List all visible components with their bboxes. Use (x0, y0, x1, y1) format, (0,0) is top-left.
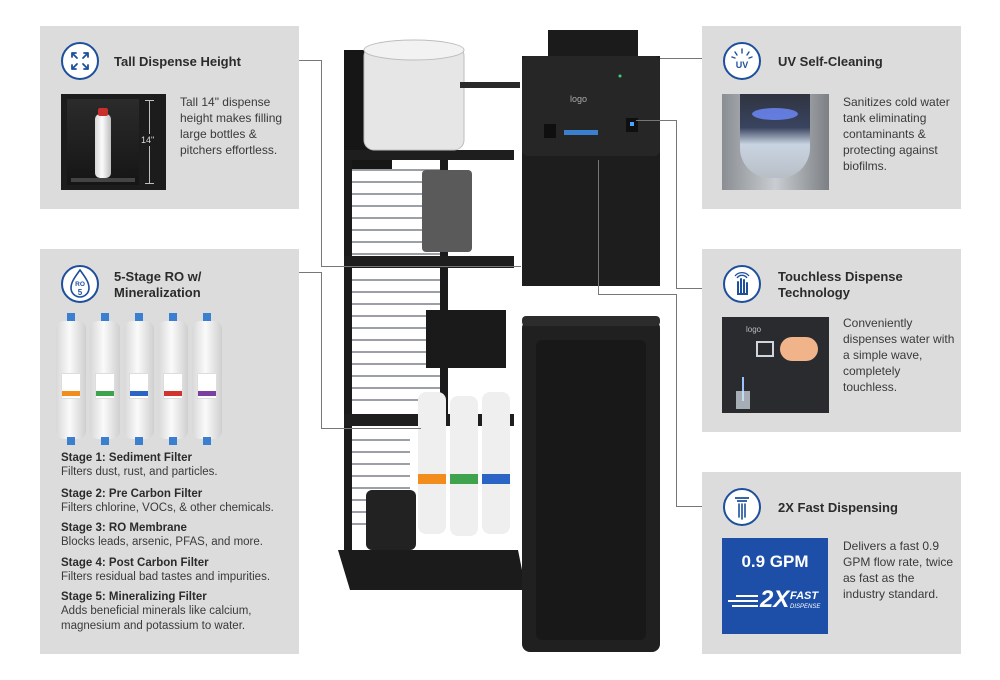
cold-water-tank (363, 45, 465, 151)
fast-dispensing-title: 2X Fast Dispensing (778, 500, 898, 515)
cutaway-filter (418, 392, 446, 534)
filter-cartridges-image (56, 313, 226, 445)
leader-line (321, 428, 421, 429)
uv-cleaning-title: UV Self-Cleaning (778, 54, 883, 69)
ro-icon-number: 5 (78, 288, 83, 297)
cutaway-filter (482, 392, 510, 534)
sensor-logo: logo (746, 325, 762, 334)
leader-line (299, 272, 321, 273)
filter-cartridge (124, 321, 154, 439)
expand-arrows-icon (61, 42, 99, 80)
tall-dispense-panel: Tall Dispense Height 14" Tall 14" dispen… (40, 26, 299, 209)
cutaway-filter (450, 396, 478, 536)
tall-dispense-title: Tall Dispense Height (114, 54, 241, 69)
stage-description: Filters chlorine, VOCs, & other chemical… (61, 502, 274, 514)
hand-wave-icon (723, 265, 761, 303)
leader-line (598, 160, 599, 294)
leader-line (321, 266, 521, 267)
uv-reservoir (422, 170, 472, 252)
filter-cartridge (56, 321, 86, 439)
gpm-badge: 0.9 GPM 2X FAST DISPENSE (722, 538, 828, 634)
stage-title: Stage 4: Post Carbon Filter (61, 557, 209, 569)
stage-title: Stage 2: Pre Carbon Filter (61, 488, 203, 500)
uv-cleaning-description: Sanitizes cold water tank eliminating co… (843, 95, 950, 173)
leader-line (676, 506, 702, 507)
dispense-height-image: 14" (61, 94, 166, 190)
product-logo: logo (570, 94, 587, 104)
leader-line (598, 294, 676, 295)
dimension-label: 14" (141, 134, 155, 146)
filter-cartridge (192, 321, 222, 439)
ro-filtration-panel: RO 5 5-Stage RO w/ Mineralization (40, 249, 299, 654)
touchless-panel: Touchless Dispense Technology logo Conve… (702, 249, 961, 432)
bottle-illustration (95, 114, 111, 178)
ro-filter-icon: RO 5 (61, 265, 99, 303)
badge-2x: 2X (760, 586, 790, 613)
leader-line (676, 120, 677, 288)
ro-icon-label: RO (75, 281, 85, 288)
stage-title: Stage 1: Sediment Filter (61, 452, 193, 464)
fast-dispensing-description: Delivers a fast 0.9 GPM flow rate, twice… (843, 539, 954, 601)
stage-title: Stage 5: Mineralizing Filter (61, 591, 207, 603)
uv-tank-image (722, 94, 829, 190)
stage-description: Blocks leads, arsenic, PFAS, and more. (61, 536, 263, 548)
stage-item-1: Stage 1: Sediment Filter Filters dust, r… (61, 451, 331, 480)
filter-cartridge (158, 321, 188, 439)
stage-item-4: Stage 4: Post Carbon Filter Filters resi… (61, 556, 331, 585)
badge-dispense: DISPENSE (790, 604, 821, 610)
stage-description: Adds beneficial minerals like calcium, m… (61, 605, 252, 632)
leader-line (676, 294, 677, 506)
stage-item-3: Stage 3: RO Membrane Blocks leads, arsen… (61, 521, 331, 550)
uv-icon-label: UV (736, 60, 749, 70)
stage-title: Stage 3: RO Membrane (61, 522, 187, 534)
touchless-sensor-image: logo (722, 317, 829, 413)
touchless-title: Touchless Dispense Technology (778, 269, 903, 300)
badge-fast: FAST (790, 590, 819, 602)
leader-line (636, 120, 676, 121)
dispenser-cutaway-svg: logo (338, 30, 660, 652)
water-stream-icon (723, 488, 761, 526)
touchless-description: Conveniently dispenses water with a simp… (843, 316, 955, 394)
leader-line (321, 272, 322, 428)
leader-line (660, 58, 702, 59)
water-dispenser-illustration: logo (330, 20, 670, 660)
leader-line (321, 60, 322, 266)
fast-dispensing-panel: 2X Fast Dispensing 0.9 GPM 2X FAST DISPE… (702, 472, 961, 654)
leader-line (676, 288, 702, 289)
stage-item-5: Stage 5: Mineralizing Filter Adds benefi… (61, 590, 301, 634)
filter-cartridge (90, 321, 120, 439)
tall-dispense-description: Tall 14" dispense height makes filling l… (180, 95, 283, 157)
uv-cleaning-panel: UV UV Self-Cleaning Sanitizes cold water… (702, 26, 961, 209)
gpm-value: 0.9 GPM (741, 552, 809, 571)
ro-filtration-title: 5-Stage RO w/ Mineralization (114, 269, 202, 300)
stage-item-2: Stage 2: Pre Carbon Filter Filters chlor… (61, 487, 331, 516)
leader-line (299, 60, 321, 61)
stage-description: Filters dust, rust, and particles. (61, 466, 218, 478)
stage-description: Filters residual bad tastes and impuriti… (61, 571, 271, 583)
uv-icon: UV (723, 42, 761, 80)
speed-lines-icon (728, 592, 758, 612)
